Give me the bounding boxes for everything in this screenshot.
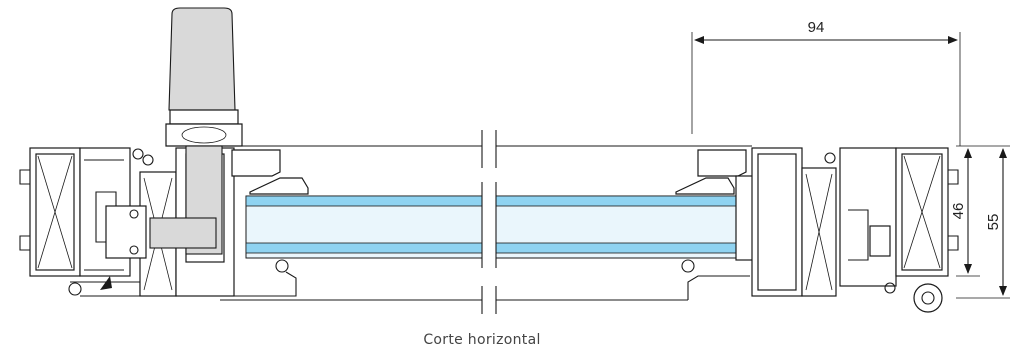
right-sash-profile [681,147,837,300]
right-outer-frame [839,147,959,313]
window-handle [105,7,243,259]
glazing-unit [231,145,752,301]
left-outer-frame [19,147,144,297]
section-caption: Corte horizontal [423,332,540,348]
dimension-55-label: 55 [985,214,1002,231]
dimension-width: 94 [691,19,961,146]
dimension-heights: 46 55 [950,145,1010,299]
break-lines [481,130,497,314]
dimension-46-label: 46 [950,203,967,220]
dimension-94-label: 94 [808,19,825,36]
